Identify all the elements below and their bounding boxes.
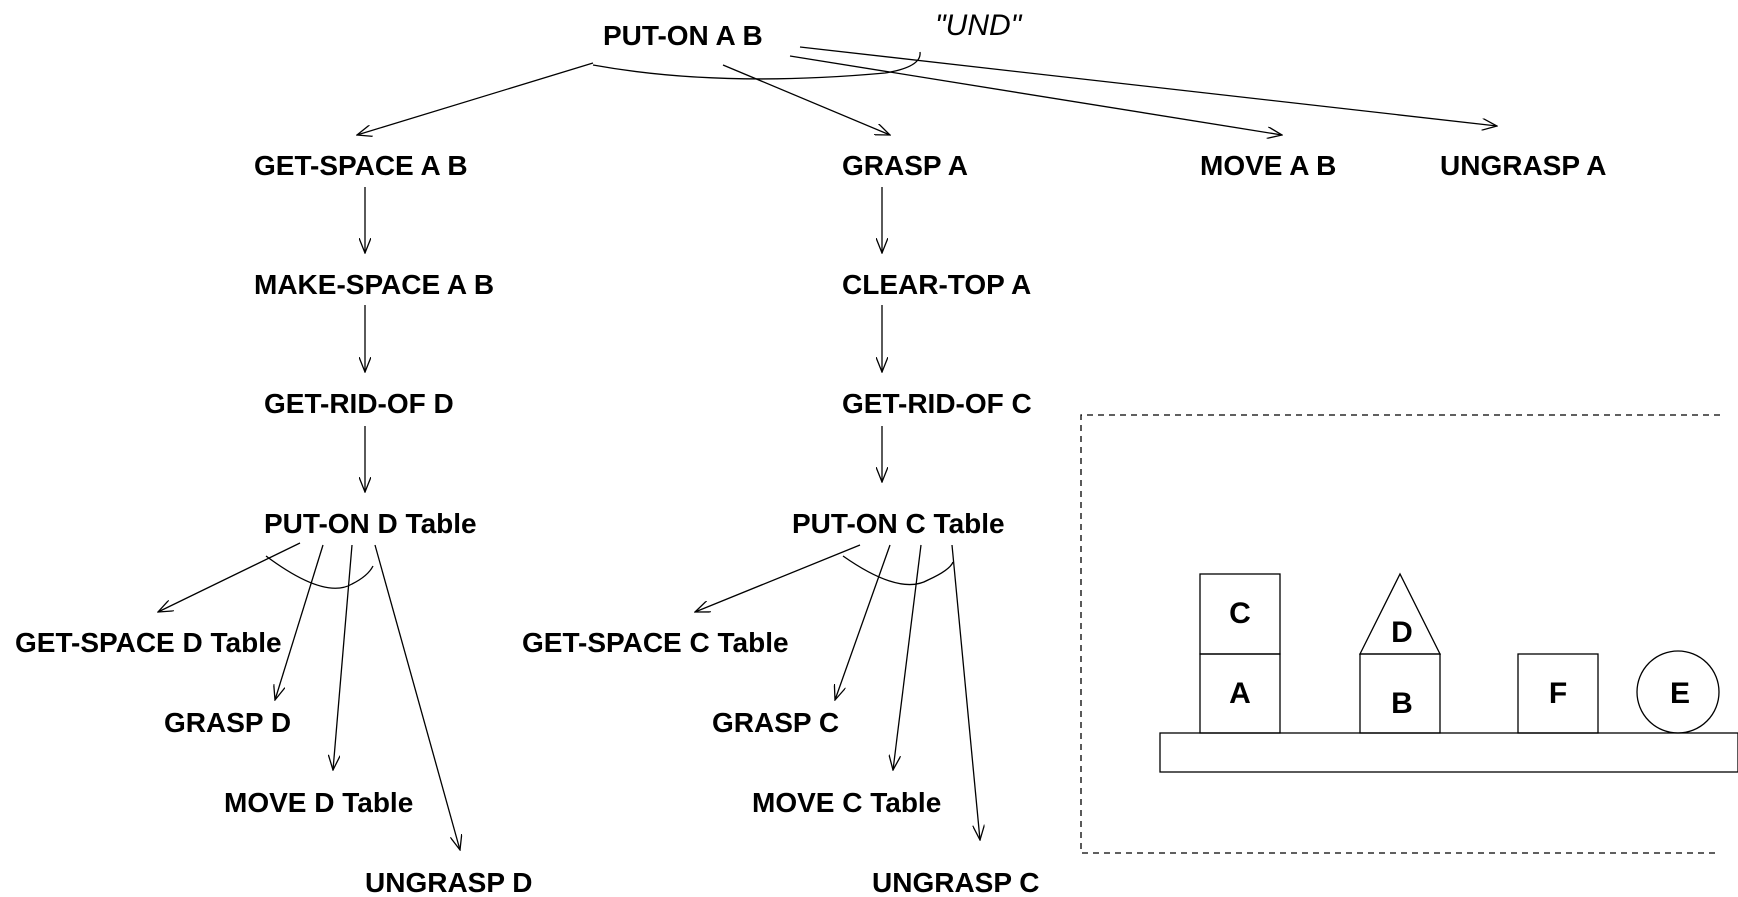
edge-put-on-c-to-ungrasp-c [951, 544, 980, 840]
block-b-shape [1359, 653, 1441, 734]
node-get-space-a-b: GET-SPACE A B [254, 150, 468, 181]
block-e-sphere [1636, 650, 1720, 734]
node-move-c-table: MOVE C Table [752, 787, 941, 818]
and-arc-put-on-c-table [842, 555, 954, 586]
block-a-label: A [1229, 677, 1251, 710]
edge-put-on-d-to-move-d [333, 544, 353, 770]
node-clear-top-a: CLEAR-TOP A [842, 269, 1031, 300]
node-get-space-c-table: GET-SPACE C Table [522, 627, 789, 658]
scene-frame [1080, 414, 1720, 854]
edge-put-on-c-to-move-c [893, 544, 922, 770]
block-f-shape [1517, 653, 1599, 734]
and-arc-put-on-ab [592, 51, 921, 80]
node-grasp-c: GRASP C [712, 707, 839, 738]
node-put-on-c-table: PUT-ON C Table [792, 508, 1005, 539]
node-ungrasp-d: UNGRASP D [365, 867, 533, 897]
node-get-space-d-table: GET-SPACE D Table [15, 627, 282, 658]
edge-put-on-ab-to-get-space-ab [357, 62, 594, 135]
block-e-label: E [1670, 677, 1690, 710]
node-labels: "UND" PUT-ON A B GET-SPACE A B GRASP A M… [15, 9, 1606, 897]
blocks-world-scene: C A D B F E [1080, 414, 1738, 854]
node-move-d-table: MOVE D Table [224, 787, 413, 818]
edge-put-on-d-to-get-space-d [158, 542, 301, 612]
edge-put-on-ab-to-move-ab [789, 55, 1282, 135]
block-f-label: F [1549, 677, 1567, 710]
node-put-on-a-b: PUT-ON A B [603, 20, 763, 51]
and-arc-put-on-d-table [265, 555, 374, 589]
edge-put-on-c-to-grasp-c [835, 544, 891, 700]
table-surface [1159, 732, 1738, 773]
block-b-label: B [1391, 687, 1413, 720]
edge-put-on-ab-to-ungrasp-a [799, 46, 1497, 126]
edges [158, 46, 1497, 850]
edge-put-on-c-to-get-space-c [695, 544, 861, 612]
and-label: "UND" [935, 9, 1023, 42]
node-make-space-a-b: MAKE-SPACE A B [254, 269, 494, 300]
node-grasp-d: GRASP D [164, 707, 291, 738]
node-ungrasp-c: UNGRASP C [872, 867, 1040, 897]
block-a-shape [1199, 653, 1281, 734]
block-d-label: D [1391, 616, 1413, 649]
node-move-a-b: MOVE A B [1200, 150, 1336, 181]
node-put-on-d-table: PUT-ON D Table [264, 508, 477, 539]
node-get-rid-of-d: GET-RID-OF D [264, 388, 454, 419]
block-c-label: C [1229, 597, 1251, 630]
node-ungrasp-a: UNGRASP A [1440, 150, 1606, 181]
edge-put-on-d-to-ungrasp-d [374, 544, 460, 850]
node-get-rid-of-c: GET-RID-OF C [842, 388, 1032, 419]
edge-put-on-ab-to-grasp-a [722, 64, 890, 135]
edge-put-on-d-to-grasp-d [275, 544, 324, 700]
node-grasp-a: GRASP A [842, 150, 968, 181]
